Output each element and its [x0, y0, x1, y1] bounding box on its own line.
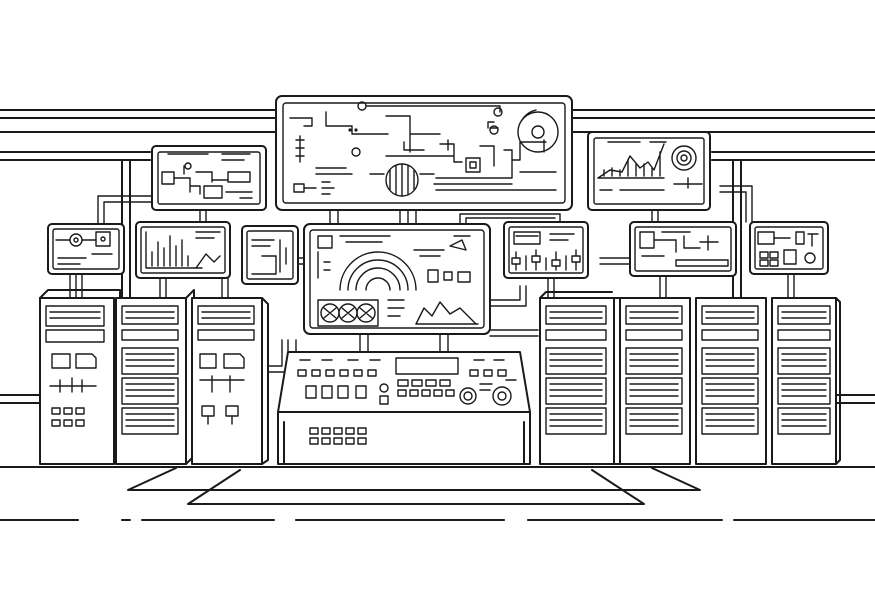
server-rack-left-3 [191, 297, 269, 465]
control-console [277, 351, 531, 465]
fan-icon [385, 163, 419, 197]
monitor-connector [241, 225, 299, 285]
knob-icon [492, 386, 512, 406]
monitor-schematic [629, 221, 737, 277]
server-rack-right-3 [695, 297, 767, 465]
server-rack-left-1 [39, 289, 121, 465]
cables [69, 185, 795, 373]
monitor-bar-chart [135, 221, 231, 279]
gauge-icon [671, 145, 697, 171]
server-rack-right-2 [613, 297, 691, 465]
dial-icon [517, 109, 559, 153]
monitor-center [303, 223, 491, 335]
server-rack-right-4 [771, 297, 841, 465]
line-chart-icon [597, 143, 665, 179]
bar-chart-icon [145, 231, 221, 269]
monitor-right-small [749, 221, 829, 275]
monitor-switches [503, 221, 589, 279]
server-rack-right-1 [539, 291, 615, 465]
knob-icon [459, 387, 477, 405]
monitor-flowchart [151, 145, 267, 211]
floor [0, 467, 875, 521]
meter-icon [339, 251, 417, 291]
monitor-left-small [47, 223, 125, 275]
server-rack-left-2 [115, 289, 195, 465]
monitor-line-chart [587, 131, 711, 211]
monitor-circuit [275, 95, 573, 211]
circuit-diagram-icon [289, 101, 559, 197]
